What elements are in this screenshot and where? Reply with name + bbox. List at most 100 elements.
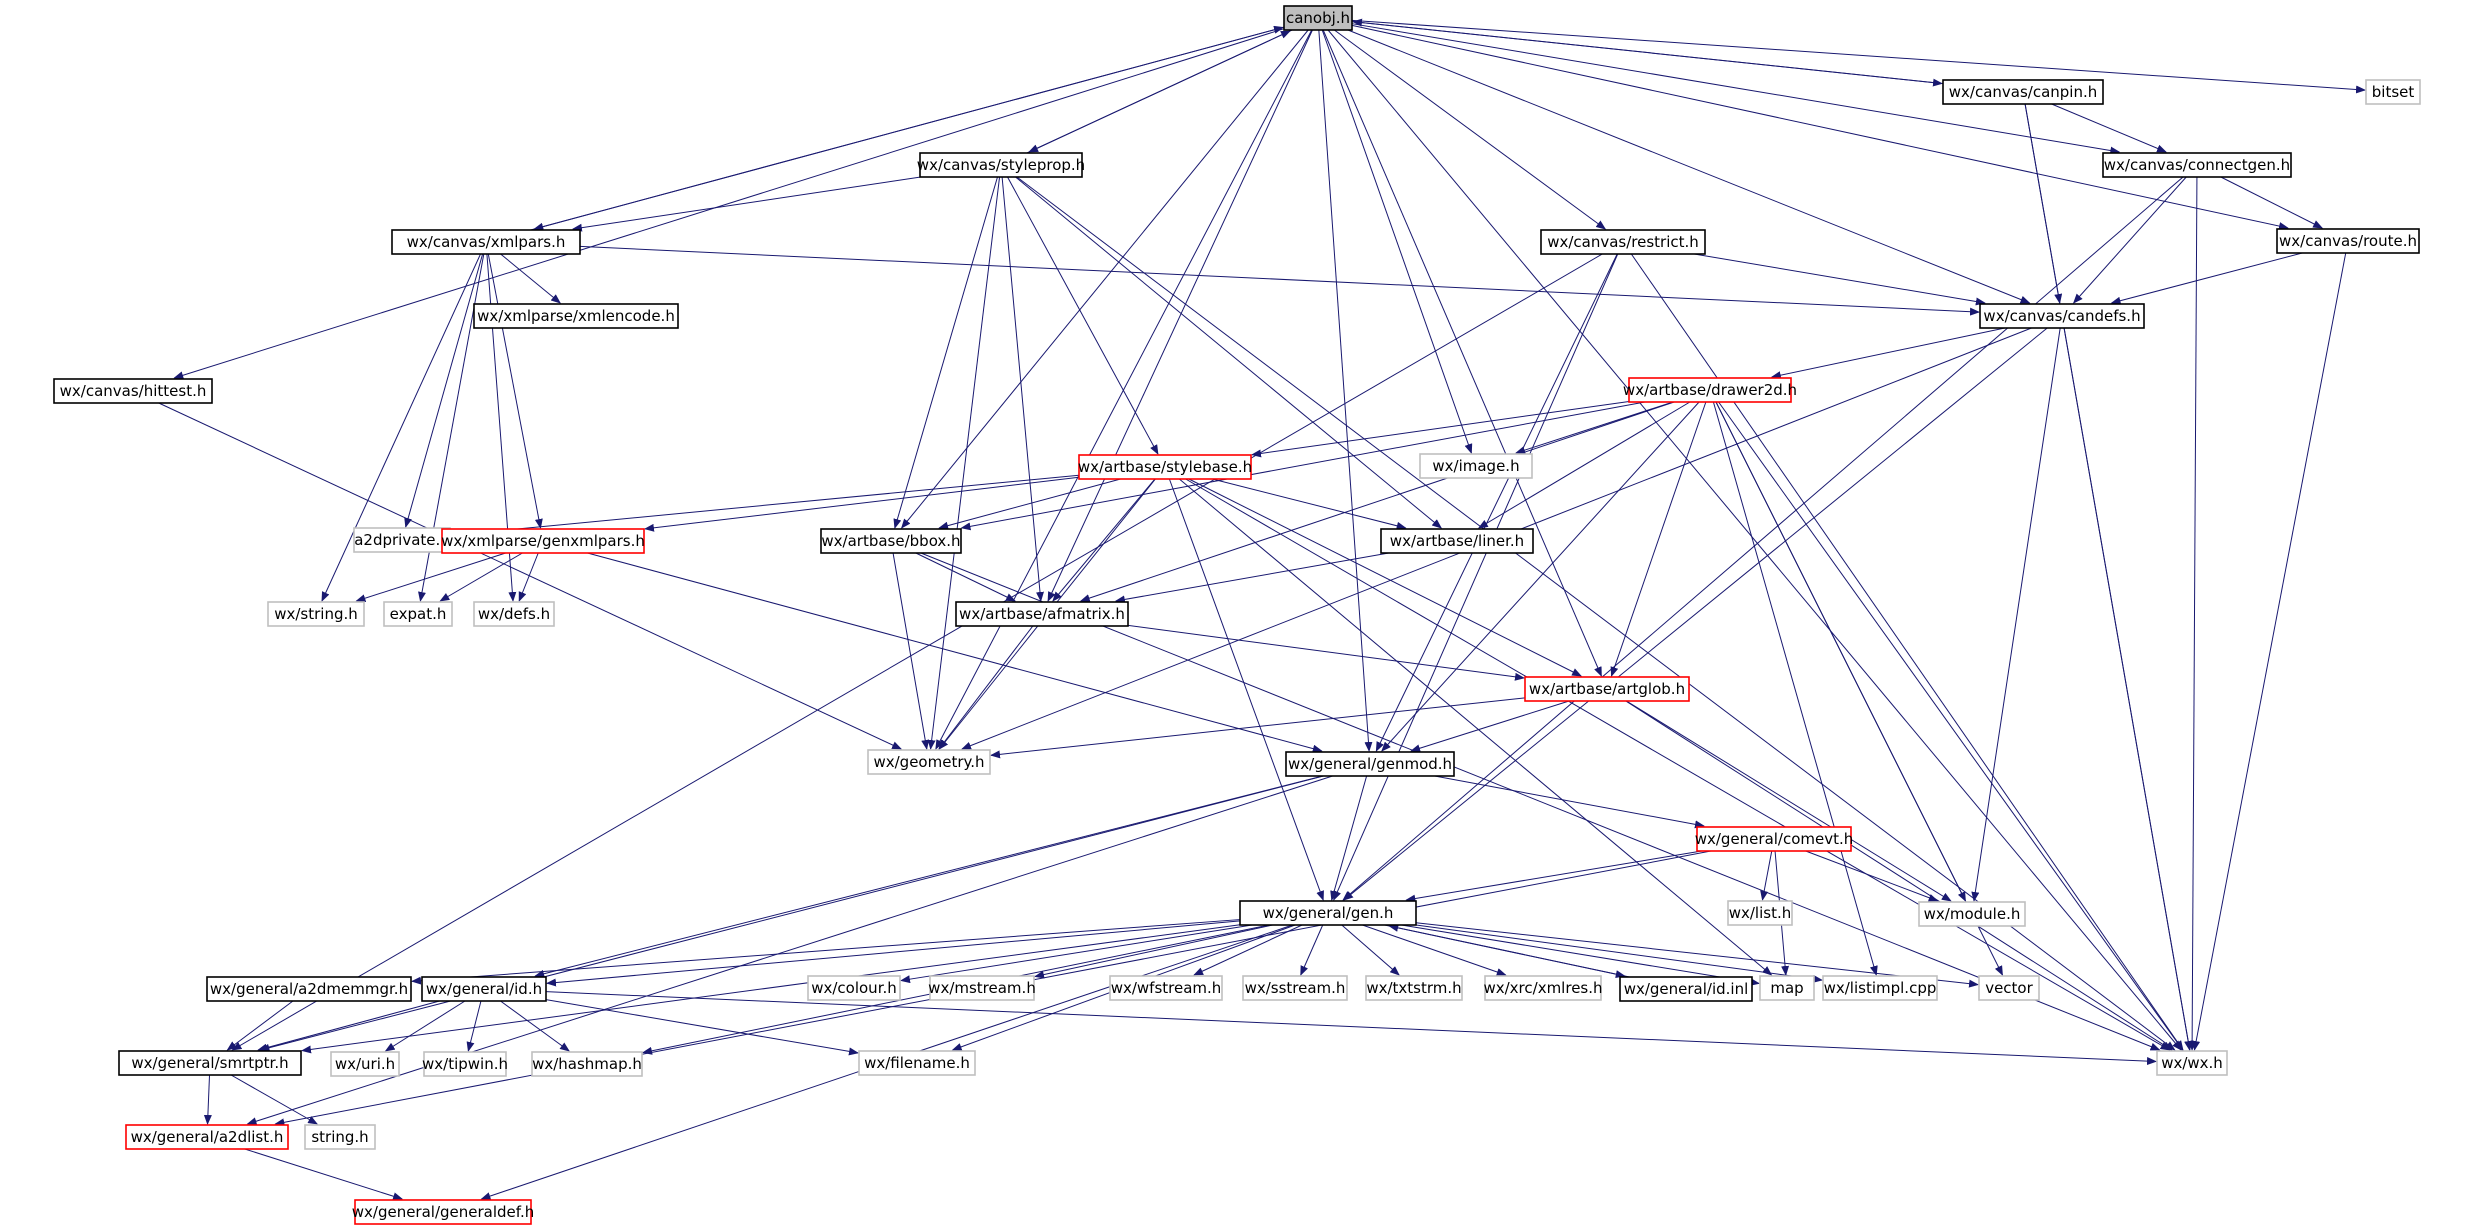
node-label-route: wx/canvas/route.h — [2279, 232, 2417, 250]
node-module: wx/module.h — [1918, 901, 2026, 927]
node-artglob[interactable]: wx/artbase/artglob.h — [1524, 676, 1690, 702]
node-box-xmlpars — [391, 229, 581, 255]
edge-bbox-to-geometry — [892, 552, 930, 750]
node-box-a2dlist — [125, 1124, 289, 1150]
node-generaldef[interactable]: wx/general/generaldef.h — [352, 1199, 535, 1225]
edge-gen-to-listimpl — [1415, 924, 1823, 983]
edge-connectgen-to-gen — [1342, 176, 2184, 901]
edge-id-to-tipwin — [466, 1000, 482, 1052]
node-id[interactable]: wx/general/id.h — [421, 976, 547, 1002]
edge-canpin-to-connectgen — [2051, 103, 2167, 153]
edge-canobj-to-genmod — [1318, 29, 1373, 752]
node-candefs[interactable]: wx/canvas/candefs.h — [1979, 303, 2145, 329]
node-xmlpars[interactable]: wx/canvas/xmlpars.h — [391, 229, 581, 255]
node-label-xmlencode: wx/xmlparse/xmlencode.h — [477, 307, 675, 325]
node-genmod[interactable]: wx/general/genmod.h — [1285, 751, 1455, 777]
node-stylebase[interactable]: wx/artbase/stylebase.h — [1078, 454, 1252, 480]
edge-route-to-candefs — [2110, 252, 2303, 305]
node-vector: vector — [1978, 975, 2040, 1001]
node-label-stringh: string.h — [311, 1128, 368, 1146]
node-label-wfstream: wx/wfstream.h — [1111, 979, 1222, 997]
edge-id-to-smrtptr — [257, 1000, 440, 1052]
node-liner[interactable]: wx/artbase/liner.h — [1380, 528, 1534, 554]
node-box-image — [1419, 453, 1533, 479]
node-box-bbox — [820, 528, 962, 554]
node-box-smrtptr — [118, 1050, 302, 1076]
node-styleprop[interactable]: wx/canvas/styleprop.h — [917, 152, 1085, 178]
edge-restrict-to-wx — [1630, 253, 2184, 1051]
node-label-module: wx/module.h — [1924, 905, 2021, 923]
edge-canobj-to-hittest — [173, 28, 1285, 380]
node-box-styleprop — [919, 152, 1083, 178]
edge-styleprop-to-stylebase — [1007, 176, 1159, 455]
node-canpin[interactable]: wx/canvas/canpin.h — [1942, 79, 2104, 105]
node-idinl[interactable]: wx/general/id.inl — [1619, 976, 1753, 1002]
node-label-smrtptr: wx/general/smrtptr.h — [131, 1054, 288, 1072]
edge-xmlpars-to-string — [321, 253, 481, 602]
node-label-map: map — [1770, 979, 1803, 997]
node-box-a2dmemmgr — [206, 976, 412, 1002]
node-box-afmatrix — [955, 601, 1129, 627]
node-bbox[interactable]: wx/artbase/bbox.h — [820, 528, 962, 554]
node-label-colour: wx/colour.h — [811, 979, 897, 997]
edge-connectgen-to-candefs — [2072, 176, 2187, 304]
edge-comevt-to-module — [1805, 850, 1939, 902]
edge-connectgen-to-wx — [2188, 176, 2198, 1051]
node-comevt[interactable]: wx/general/comevt.h — [1695, 826, 1854, 852]
edge-bbox-to-afmatrix — [915, 552, 1017, 602]
node-label-artglob: wx/artbase/artglob.h — [1529, 680, 1685, 698]
edge-genxmlpars-to-defs — [518, 552, 539, 602]
node-connectgen[interactable]: wx/canvas/connectgen.h — [2102, 152, 2292, 178]
edge-candefs-to-gen — [1343, 327, 2048, 901]
node-afmatrix[interactable]: wx/artbase/afmatrix.h — [955, 601, 1129, 627]
node-box-comevt — [1696, 826, 1852, 852]
node-a2dlist[interactable]: wx/general/a2dlist.h — [125, 1124, 289, 1150]
node-xmlencode[interactable]: wx/xmlparse/xmlencode.h — [473, 303, 679, 329]
node-smrtptr[interactable]: wx/general/smrtptr.h — [118, 1050, 302, 1076]
node-label-bitset: bitset — [2372, 83, 2415, 101]
node-label-geometry: wx/geometry.h — [873, 753, 984, 771]
node-box-a2dprivate — [353, 527, 451, 553]
node-mstream: wx/mstream.h — [928, 975, 1036, 1001]
node-genxmlpars[interactable]: wx/xmlparse/genxmlpars.h — [441, 528, 645, 554]
node-box-drawer2d — [1628, 377, 1792, 403]
node-drawer2d[interactable]: wx/artbase/drawer2d.h — [1623, 377, 1797, 403]
node-label-restrict: wx/canvas/restrict.h — [1547, 233, 1699, 251]
node-label-genxmlpars: wx/xmlparse/genxmlpars.h — [441, 532, 645, 550]
node-route[interactable]: wx/canvas/route.h — [2276, 228, 2420, 254]
edge-gen-to-txtstrm — [1341, 924, 1400, 976]
node-canobj[interactable]: canobj.h — [1283, 5, 1353, 31]
edge-artglob-to-geometry — [990, 697, 1526, 759]
edge-genmod-to-gen — [1330, 775, 1368, 901]
edge-route-to-wx — [2192, 252, 2347, 1051]
node-filename: wx/filename.h — [858, 1050, 976, 1076]
node-label-defs: wx/defs.h — [478, 605, 550, 623]
node-box-xmlres — [1484, 975, 1602, 1001]
node-box-listimpl — [1822, 975, 1938, 1001]
edge-genmod-to-smrtptr — [259, 775, 1324, 1052]
edge-hittest-to-geometry — [158, 402, 903, 750]
edge-genxmlpars-to-expat — [439, 552, 523, 602]
node-label-canobj: canobj.h — [1286, 9, 1350, 27]
node-gen[interactable]: wx/general/gen.h — [1239, 900, 1417, 926]
node-restrict[interactable]: wx/canvas/restrict.h — [1540, 229, 1706, 255]
edge-smrtptr-to-a2dlist — [203, 1074, 212, 1125]
node-hittest[interactable]: wx/canvas/hittest.h — [53, 378, 213, 404]
edge-drawer2d-to-wx — [1718, 401, 2184, 1051]
edge-stylebase-to-artglob — [1188, 478, 1583, 677]
node-listimpl: wx/listimpl.cpp — [1822, 975, 1938, 1001]
edge-restrict-to-smrtptr — [231, 253, 1603, 1051]
node-label-idinl: wx/general/id.inl — [1624, 980, 1749, 998]
node-box-liner — [1380, 528, 1534, 554]
edge-gen-to-a2dmemmgr — [411, 919, 1241, 985]
node-a2dmemmgr[interactable]: wx/general/a2dmemmgr.h — [206, 976, 412, 1002]
edge-id-to-uri — [384, 1000, 466, 1052]
node-map: map — [1759, 975, 1815, 1001]
edge-artglob-to-module — [1626, 700, 1952, 902]
edge-gen-to-mstream — [1034, 924, 1273, 979]
node-box-uri — [330, 1051, 400, 1077]
edge-drawer2d-to-artglob — [1610, 401, 1707, 677]
edge-gen-to-colour — [900, 924, 1253, 984]
node-string: wx/string.h — [267, 601, 365, 627]
node-label-uri: wx/uri.h — [335, 1055, 395, 1073]
